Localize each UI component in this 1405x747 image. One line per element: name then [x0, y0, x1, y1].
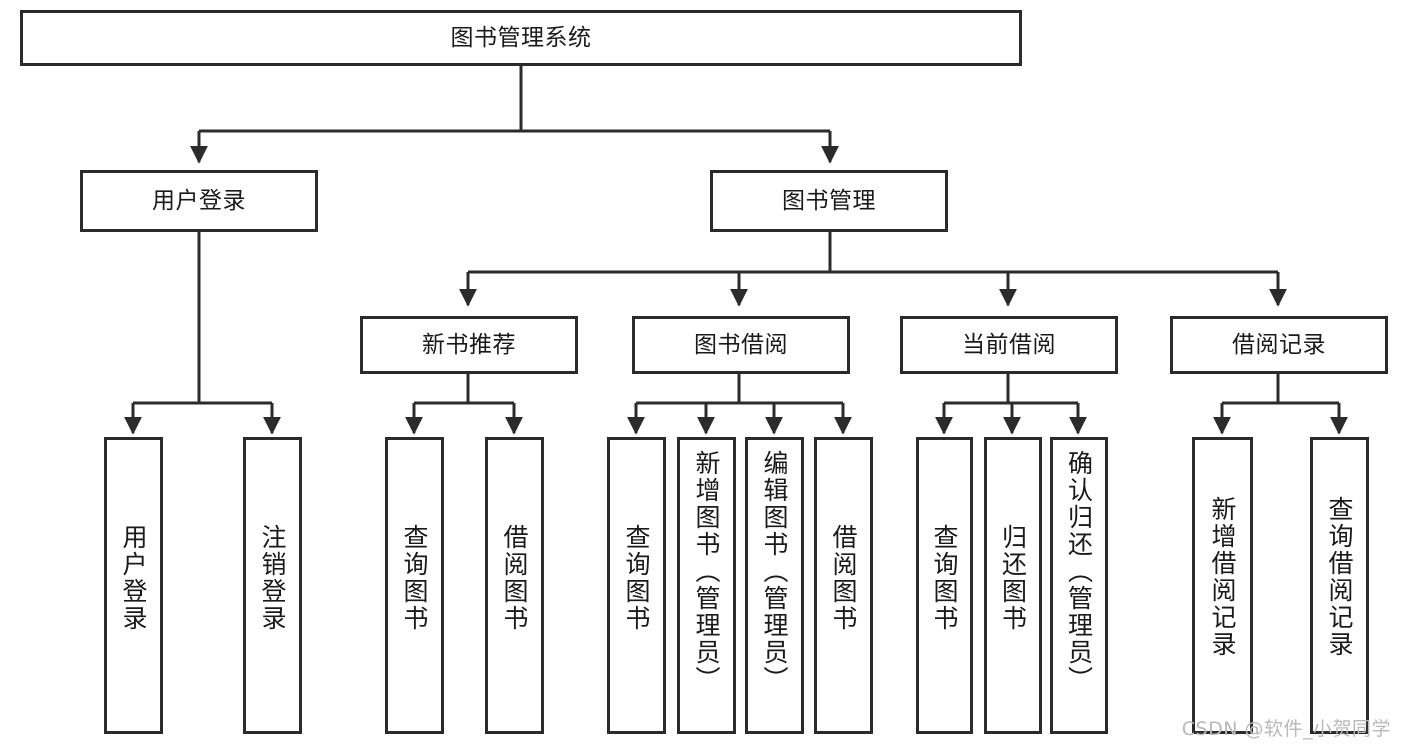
- node-leaf-borrow-query-label: 查询图书: [622, 524, 651, 632]
- node-leaf-current-query[interactable]: 查询图书: [916, 437, 973, 734]
- node-leaf-borrow-query[interactable]: 查询图书: [607, 437, 666, 734]
- node-leaf-borrow-do-label: 借阅图书: [829, 524, 858, 632]
- node-leaf-user-login[interactable]: 用户登录: [104, 437, 163, 734]
- node-book-manage[interactable]: 图书管理: [710, 170, 948, 232]
- node-leaf-newbook-borrow[interactable]: 借阅图书: [485, 437, 544, 734]
- node-leaf-newbook-query-label: 查询图书: [400, 524, 429, 632]
- node-leaf-borrow-add-label: 新增图书（管理员）: [692, 450, 721, 693]
- node-leaf-current-confirm[interactable]: 确认归还（管理员）: [1050, 437, 1108, 734]
- node-leaf-current-return[interactable]: 归还图书: [984, 437, 1042, 734]
- node-leaf-borrow-edit-label: 编辑图书（管理员）: [760, 450, 789, 693]
- node-root-label: 图书管理系统: [450, 24, 592, 51]
- node-book-borrow-label: 图书借阅: [694, 331, 788, 358]
- node-leaf-user-login-label: 用户登录: [119, 524, 148, 632]
- node-leaf-record-query-label: 查询借阅记录: [1325, 496, 1354, 658]
- node-leaf-newbook-query[interactable]: 查询图书: [385, 437, 444, 734]
- node-current-borrow-label: 当前借阅: [962, 331, 1056, 358]
- node-new-book-label: 新书推荐: [422, 331, 516, 358]
- node-borrow-record-label: 借阅记录: [1232, 331, 1326, 358]
- node-leaf-newbook-borrow-label: 借阅图书: [500, 524, 529, 632]
- node-leaf-current-confirm-label: 确认归还（管理员）: [1064, 450, 1094, 693]
- node-leaf-record-add[interactable]: 新增借阅记录: [1192, 437, 1253, 734]
- node-leaf-current-return-label: 归还图书: [998, 524, 1028, 632]
- node-book-manage-label: 图书管理: [782, 187, 876, 214]
- node-current-borrow[interactable]: 当前借阅: [900, 316, 1118, 374]
- node-leaf-record-add-label: 新增借阅记录: [1208, 496, 1237, 658]
- node-leaf-borrow-do[interactable]: 借阅图书: [814, 437, 873, 734]
- node-leaf-record-query[interactable]: 查询借阅记录: [1310, 437, 1369, 734]
- node-root[interactable]: 图书管理系统: [20, 10, 1022, 66]
- node-leaf-logout-label: 注销登录: [258, 524, 287, 632]
- node-leaf-borrow-edit[interactable]: 编辑图书（管理员）: [745, 437, 804, 734]
- node-leaf-borrow-add[interactable]: 新增图书（管理员）: [677, 437, 736, 734]
- node-book-borrow[interactable]: 图书借阅: [632, 316, 850, 374]
- watermark: CSDN @软件_小贺同学: [1181, 718, 1391, 740]
- node-user-login-label: 用户登录: [152, 187, 246, 214]
- node-user-login[interactable]: 用户登录: [80, 170, 318, 232]
- node-borrow-record[interactable]: 借阅记录: [1170, 316, 1388, 374]
- node-new-book[interactable]: 新书推荐: [360, 316, 578, 374]
- node-leaf-current-query-label: 查询图书: [930, 524, 959, 632]
- node-leaf-logout[interactable]: 注销登录: [243, 437, 302, 734]
